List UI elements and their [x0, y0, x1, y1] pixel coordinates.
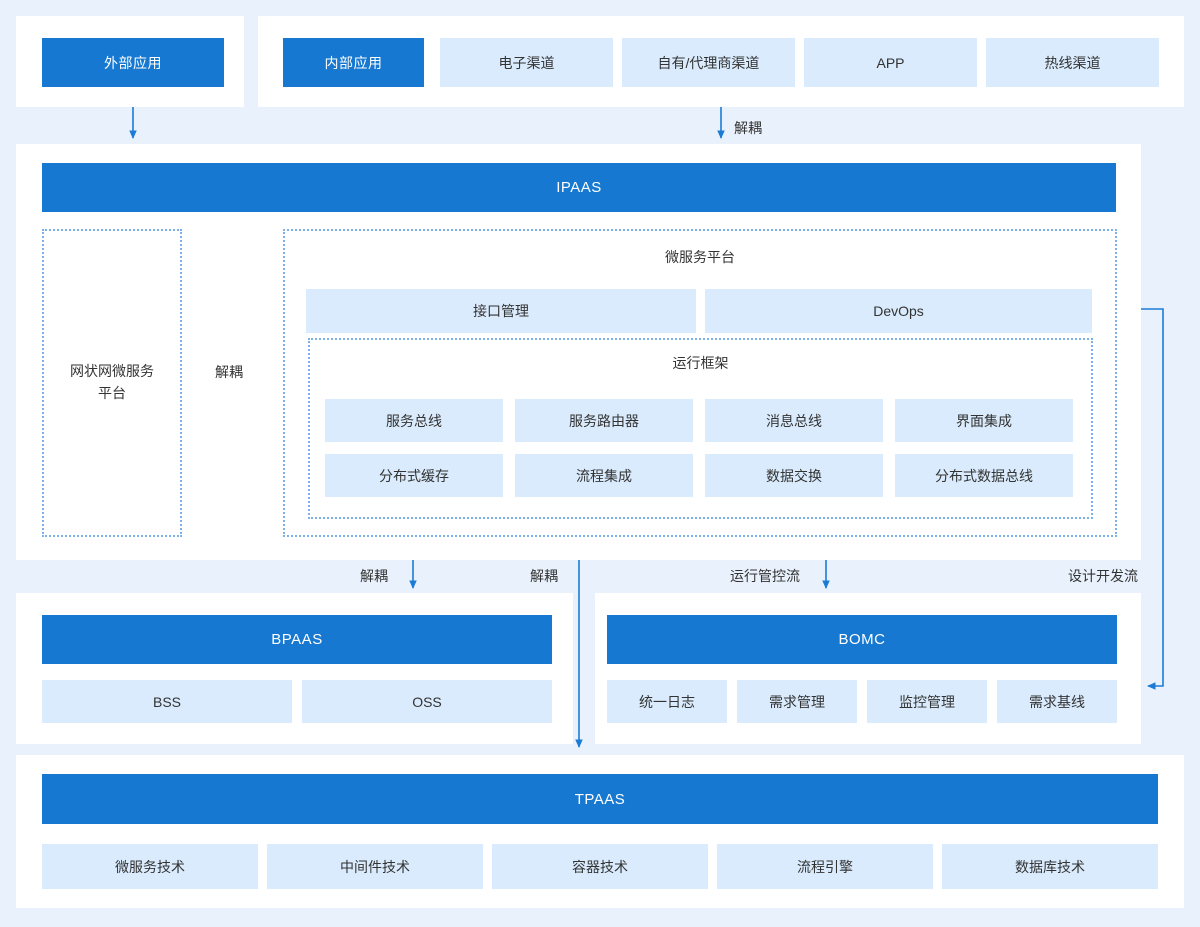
ipaas-section: IPAAS 网状网微服务平台 解耦 微服务平台 接口管理 DevOps 运行框架… [16, 144, 1141, 560]
design-dev-flow-label: 设计开发流 [1068, 568, 1138, 584]
tpaas-section: TPAAS 微服务技术 中间件技术 容器技术 流程引擎 数据库技术 [16, 755, 1184, 908]
mesh-platform-label: 网状网微服务平台 [70, 363, 154, 401]
ui-integration-box: 界面集成 [895, 399, 1073, 442]
bpaas-bar: BPAAS [42, 615, 552, 664]
oss-box: OSS [302, 680, 552, 723]
channel-box-app: APP [804, 38, 977, 87]
monitor-management-box: 监控管理 [867, 680, 987, 723]
channel-box-agency: 自有/代理商渠道 [622, 38, 795, 87]
database-tech-box: 数据库技术 [942, 844, 1158, 889]
interface-management-box: 接口管理 [306, 289, 696, 333]
tpaas-bar: TPAAS [42, 774, 1158, 824]
microservice-tech-box: 微服务技术 [42, 844, 258, 889]
service-bus-box: 服务总线 [325, 399, 503, 442]
process-engine-box: 流程引擎 [717, 844, 933, 889]
distributed-data-bus-box: 分布式数据总线 [895, 454, 1073, 497]
bomc-bar: BOMC [607, 615, 1117, 664]
unified-log-box: 统一日志 [607, 680, 727, 723]
decouple-label-bpaas: 解耦 [360, 568, 388, 584]
demand-baseline-box: 需求基线 [997, 680, 1117, 723]
data-exchange-box: 数据交换 [705, 454, 883, 497]
internal-app-block: 内部应用 [283, 38, 424, 87]
channel-box-electronic: 电子渠道 [440, 38, 613, 87]
service-router-box: 服务路由器 [515, 399, 693, 442]
decouple-label-left: 解耦 [215, 364, 243, 380]
distributed-cache-box: 分布式缓存 [325, 454, 503, 497]
message-bus-box: 消息总线 [705, 399, 883, 442]
ipaas-bar: IPAAS [42, 163, 1116, 212]
devops-box: DevOps [705, 289, 1092, 333]
bpaas-section: BPAAS BSS OSS [16, 593, 573, 744]
channel-box-hotline: 热线渠道 [986, 38, 1159, 87]
microservice-platform-box: 微服务平台 接口管理 DevOps 运行框架 服务总线 服务路由器 消息总线 界… [283, 229, 1117, 537]
runtime-control-flow-label: 运行管控流 [730, 568, 800, 584]
runtime-framework-title: 运行框架 [672, 355, 729, 371]
bss-box: BSS [42, 680, 292, 723]
runtime-framework-box: 运行框架 服务总线 服务路由器 消息总线 界面集成 分布式缓存 流程集成 数据交… [308, 338, 1093, 519]
container-tech-box: 容器技术 [492, 844, 708, 889]
decouple-label-top: 解耦 [734, 120, 762, 136]
decouple-label-tpaas: 解耦 [530, 568, 558, 584]
middleware-tech-box: 中间件技术 [267, 844, 483, 889]
mesh-platform-box: 网状网微服务平台 [42, 229, 182, 537]
microservice-platform-title: 微服务平台 [665, 249, 735, 265]
process-integration-box: 流程集成 [515, 454, 693, 497]
bomc-section: BOMC 统一日志 需求管理 监控管理 需求基线 [595, 593, 1141, 744]
external-app-block: 外部应用 [42, 38, 224, 87]
channels-card: 内部应用 电子渠道 自有/代理商渠道 APP 热线渠道 [258, 16, 1184, 107]
external-app-card: 外部应用 [16, 16, 244, 107]
demand-management-box: 需求管理 [737, 680, 857, 723]
